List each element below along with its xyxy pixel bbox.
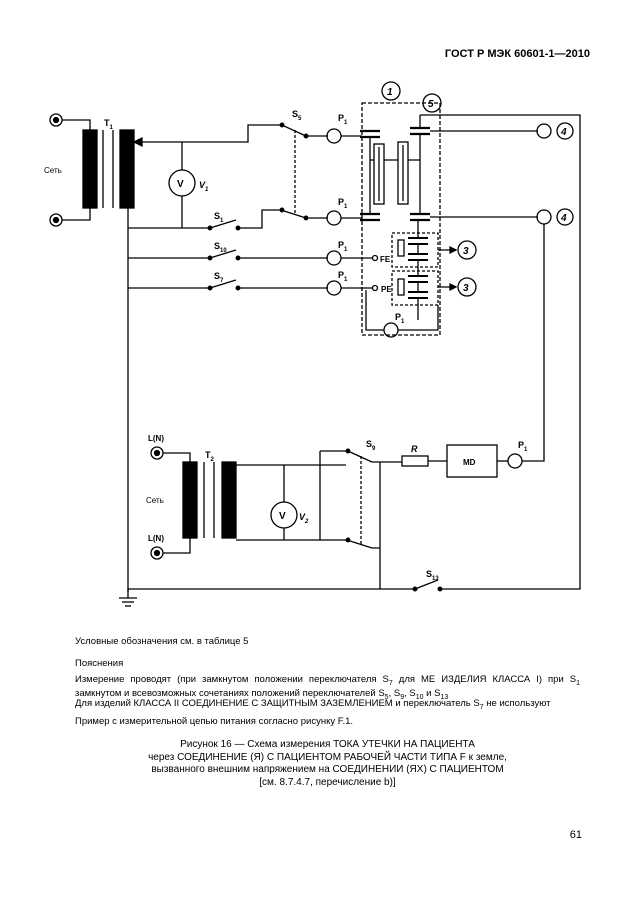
explanation-para-3: Пример с измерительной цепью питания сог… xyxy=(75,716,354,727)
explanation-para-2: Для изделий КЛАССА II СОЕДИНЕНИЕ С ЗАЩИТ… xyxy=(75,698,551,711)
mains-label-2: Сеть xyxy=(146,496,164,505)
svg-text:T1: T1 xyxy=(104,118,114,131)
svg-text:MD: MD xyxy=(463,458,476,467)
ref-3-top: 3 xyxy=(463,246,469,257)
v1-label: V xyxy=(199,180,206,190)
ln-terminal-top xyxy=(150,446,164,460)
svg-text:S5: S5 xyxy=(292,109,302,122)
t1-label: T xyxy=(104,118,110,128)
explanation-para-1: Измерение проводят (при замкнутом положе… xyxy=(75,674,580,701)
ref-4-bottom: 4 xyxy=(560,213,567,224)
terminal-4-top xyxy=(536,123,552,139)
switch-s1 xyxy=(209,219,237,229)
circuit-diagram: Сеть T1 V V1 S1 S5 xyxy=(44,81,581,607)
meter-p1-bottom xyxy=(383,322,399,338)
svg-text:P1: P1 xyxy=(338,270,348,283)
r-label: R xyxy=(411,444,418,454)
svg-text:P1: P1 xyxy=(395,312,405,325)
applied-part-b xyxy=(397,141,409,205)
svg-text:P1: P1 xyxy=(518,440,528,453)
svg-text:P1: P1 xyxy=(338,240,348,253)
svg-text:S7: S7 xyxy=(214,271,224,284)
svg-text:V2: V2 xyxy=(299,512,309,525)
terminal-4-bottom xyxy=(536,209,552,225)
legend-note: Условные обозначения см. в таблице 5 xyxy=(75,636,249,647)
svg-text:S1: S1 xyxy=(214,211,224,224)
svg-text:S10: S10 xyxy=(214,241,227,254)
ln-label-bottom: L(N) xyxy=(148,534,164,543)
v2-label: V xyxy=(299,512,306,522)
voltmeter-v2 xyxy=(270,501,298,529)
meter-p1-pe xyxy=(326,280,342,296)
svg-text:V: V xyxy=(279,511,286,522)
s7-label: S xyxy=(214,271,220,281)
svg-text:P1: P1 xyxy=(338,113,348,126)
svg-text:T2: T2 xyxy=(205,450,215,463)
s1-label: S xyxy=(214,211,220,221)
switch-s7 xyxy=(209,279,237,289)
ref-3-bottom: 3 xyxy=(463,283,469,294)
ref-5: 5 xyxy=(428,99,434,110)
ref-1: 1 xyxy=(387,87,393,98)
pe-label: PE xyxy=(381,285,392,294)
s9-label: S xyxy=(366,439,372,449)
transformer-t1-primary xyxy=(82,129,98,209)
switch-s13 xyxy=(414,579,439,590)
mains-terminal-bottom xyxy=(49,213,63,227)
transformer-t2-primary xyxy=(182,461,198,539)
voltmeter-v1 xyxy=(168,169,196,197)
page-number: 61 xyxy=(569,829,582,841)
resistor-r xyxy=(401,455,429,467)
meter-p1-top xyxy=(326,128,342,144)
explanations-title: Пояснения xyxy=(75,658,124,669)
fe-label: FE xyxy=(380,255,391,264)
ref-4-top: 4 xyxy=(560,127,567,138)
s5-label: S xyxy=(292,109,298,119)
transformer-t2-secondary xyxy=(221,461,237,539)
t2-label: T xyxy=(205,450,211,460)
svg-text:S13: S13 xyxy=(426,569,439,582)
svg-text:V: V xyxy=(177,179,184,190)
s13-label: S xyxy=(426,569,432,579)
ln-terminal-bottom xyxy=(150,546,164,560)
meter-p1-fe xyxy=(326,250,342,266)
mains-label-1: Сеть xyxy=(44,166,62,175)
transformer-t1-secondary xyxy=(119,129,135,209)
ln-label-top: L(N) xyxy=(148,434,164,443)
applied-part-a xyxy=(373,143,385,205)
s10-label: S xyxy=(214,241,220,251)
svg-text:S9: S9 xyxy=(366,439,376,452)
switch-s10 xyxy=(209,249,237,259)
svg-text:P1: P1 xyxy=(338,197,348,210)
page-header: ГОСТ Р МЭК 60601-1—2010 xyxy=(444,48,590,60)
svg-text:V1: V1 xyxy=(199,180,209,193)
meter-p1-md xyxy=(507,453,523,469)
meter-p1-mid xyxy=(326,210,342,226)
earth-ground-icon xyxy=(119,589,137,607)
figure-caption: Рисунок 16 — Схема измерения ТОКА УТЕЧКИ… xyxy=(148,739,507,788)
mains-terminal-top xyxy=(49,113,63,127)
